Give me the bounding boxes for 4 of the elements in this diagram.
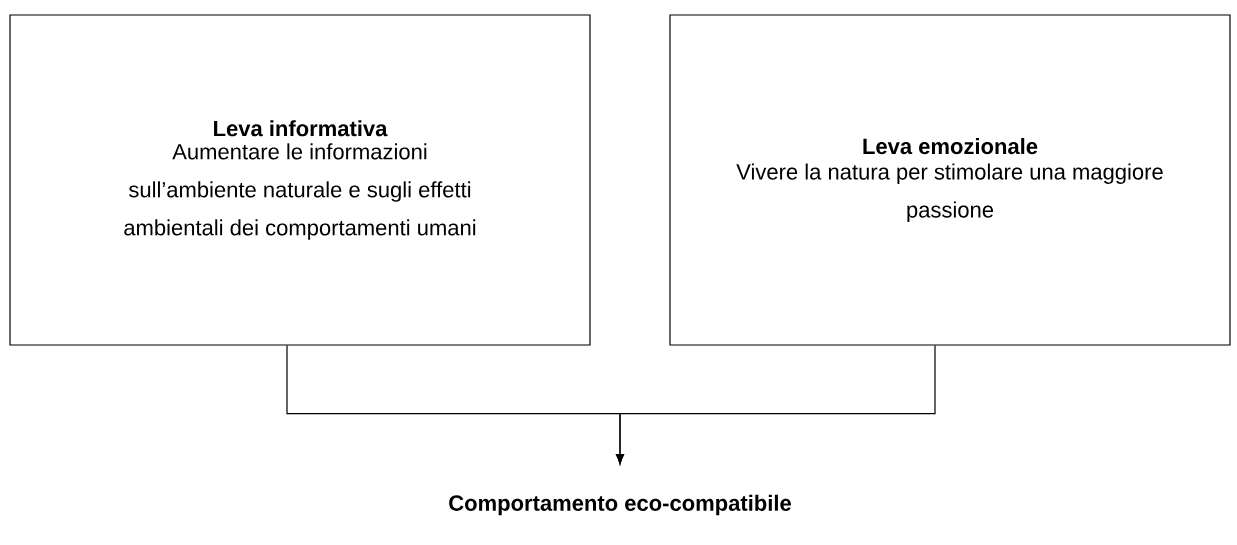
connector-arrow xyxy=(615,345,936,465)
text-box: Leva emozionale Vivere la natura per stimolare una maggiore passione xyxy=(669,14,1231,346)
result-label: Comportamento eco-compatibile xyxy=(449,494,791,516)
text-box: Leva informativa Aumentare le informazioni sull’ambiente naturale e sugli effetti ambientali dei comportamenti umani xyxy=(9,14,591,346)
